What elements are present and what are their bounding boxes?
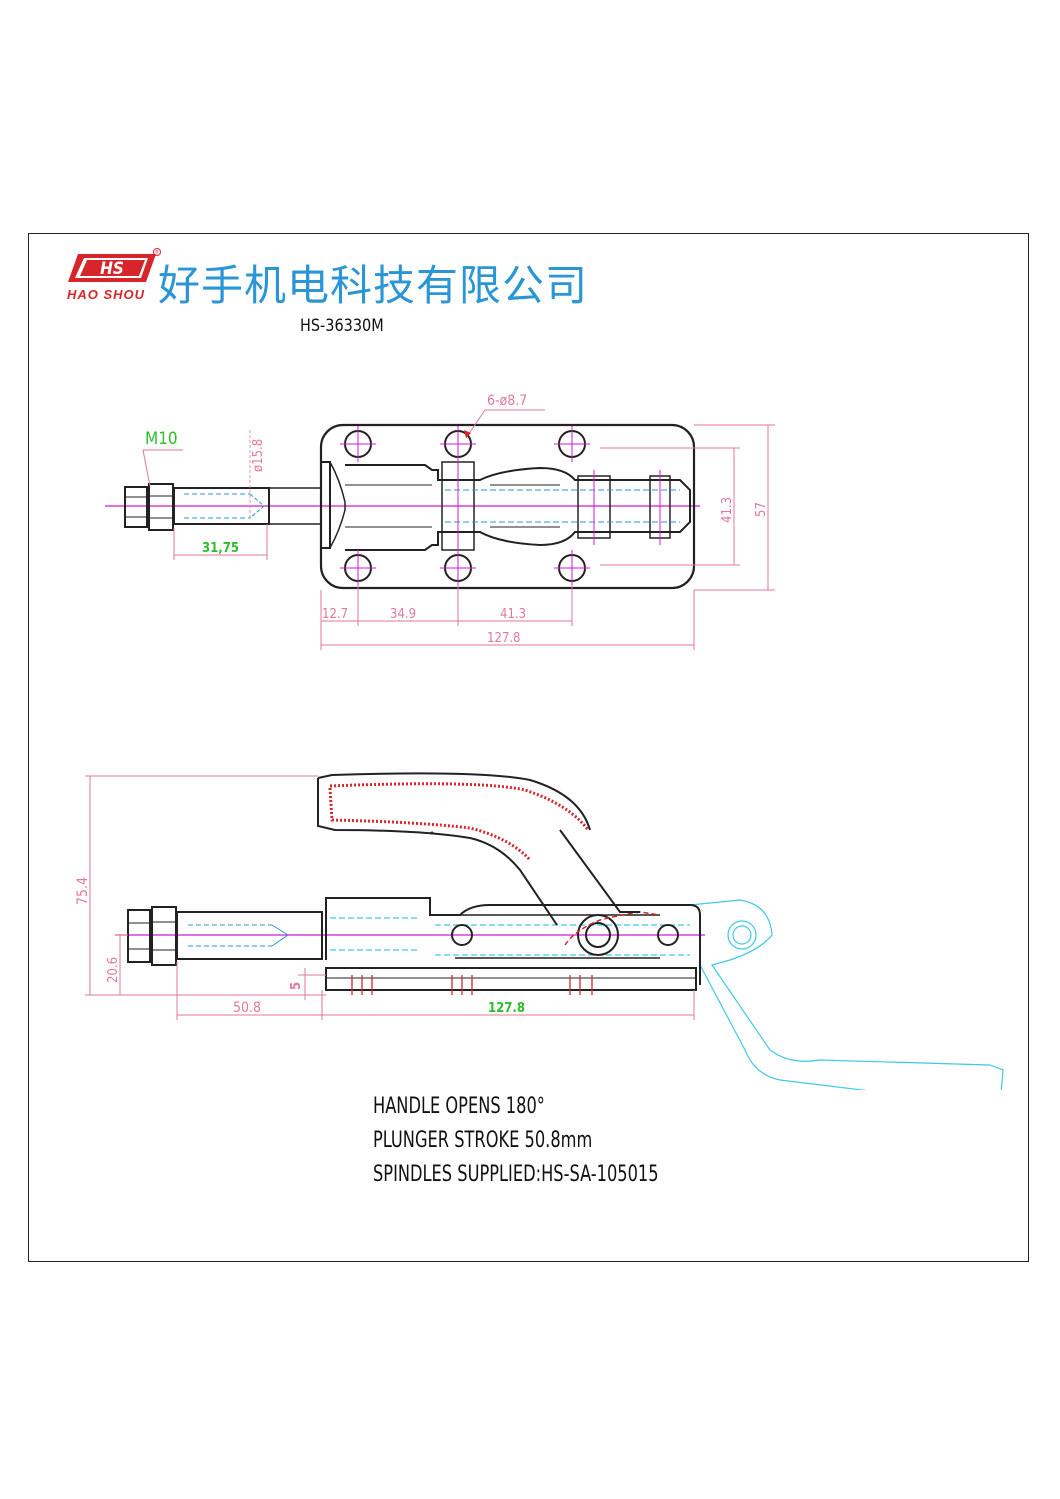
dim-height: 75.4 bbox=[75, 877, 91, 905]
dim-c: 41.3 bbox=[500, 607, 526, 622]
side-view-drawing: 75.4 20.6 5 50.8 127.8 bbox=[75, 772, 1004, 1090]
hs-logo-icon: HS ® bbox=[68, 248, 161, 282]
dim-base: 5 bbox=[289, 982, 304, 990]
dim-length-side: 127.8 bbox=[488, 1001, 525, 1016]
logo-registered: ® bbox=[155, 249, 160, 256]
dim-hole-span: 41.3 bbox=[720, 497, 735, 523]
dim-length-top: 127.8 bbox=[487, 631, 520, 646]
dim-nose: 31,75 bbox=[202, 541, 239, 556]
dim-b: 34.9 bbox=[390, 607, 416, 622]
notes-block: HANDLE OPENS 180° PLUNGER STROKE 50.8mm … bbox=[373, 1090, 659, 1192]
note-handle-opens: HANDLE OPENS 180° bbox=[373, 1094, 545, 1119]
logo-text: HS bbox=[100, 259, 124, 279]
bore-label: ø15.8 bbox=[251, 439, 266, 472]
model-number: HS-36330M bbox=[300, 316, 384, 336]
dim-a: 12.7 bbox=[322, 607, 348, 622]
drawing-frame bbox=[28, 233, 1029, 1262]
dim-stroke: 50.8 bbox=[233, 1000, 261, 1016]
top-view-drawing: M10 ø15.8 6-ø8.7 31,75 12.7 34.9 41.3 12… bbox=[105, 393, 775, 650]
dim-width: 57 bbox=[754, 502, 769, 517]
note-plunger-stroke: PLUNGER STROKE 50.8mm bbox=[373, 1128, 593, 1153]
holes-label: 6-ø8.7 bbox=[487, 393, 527, 409]
brand-romanized: HAO SHOU bbox=[67, 287, 146, 302]
thread-label: M10 bbox=[145, 429, 178, 449]
note-spindles-supplied: SPINDLES SUPPLIED:HS-SA-105015 bbox=[373, 1162, 659, 1187]
company-name: 好手机电科技有限公司 bbox=[158, 261, 589, 310]
dim-center-height: 20.6 bbox=[106, 957, 121, 983]
